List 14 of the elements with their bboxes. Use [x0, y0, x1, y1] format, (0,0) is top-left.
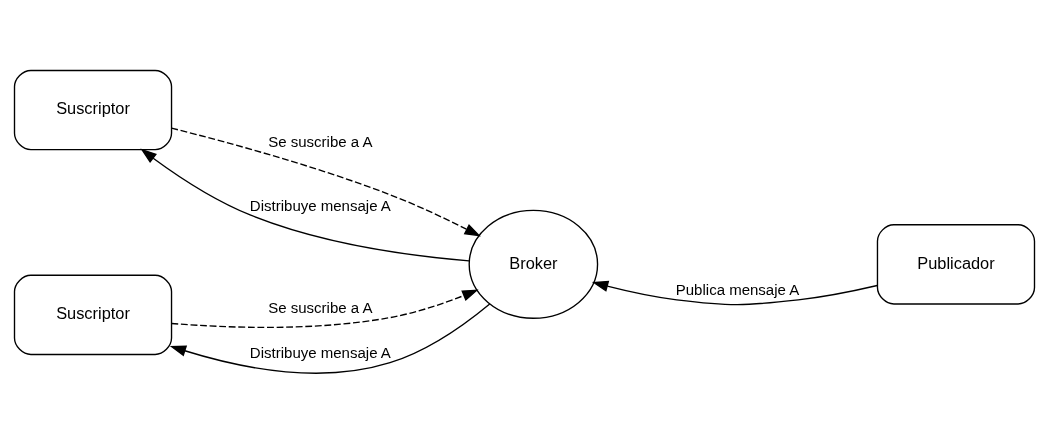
edge-label: Distribuye mensaje A — [249, 344, 391, 362]
edge-label: Se suscribe a A — [268, 132, 373, 150]
arrow — [170, 289, 479, 329]
arrow — [591, 280, 878, 306]
edge-label: Distribuye mensaje A — [249, 196, 391, 214]
edge-label: Se suscribe a A — [268, 299, 373, 317]
arrow — [170, 127, 481, 237]
arrow — [140, 148, 470, 262]
arrow — [169, 303, 491, 374]
node-box: Suscriptor — [13, 69, 173, 151]
node-ellipse: Broker — [468, 209, 599, 319]
node-box: Suscriptor — [13, 274, 173, 356]
edge-label: Publica mensaje A — [675, 281, 800, 299]
node-box: Publicador — [876, 224, 1036, 305]
